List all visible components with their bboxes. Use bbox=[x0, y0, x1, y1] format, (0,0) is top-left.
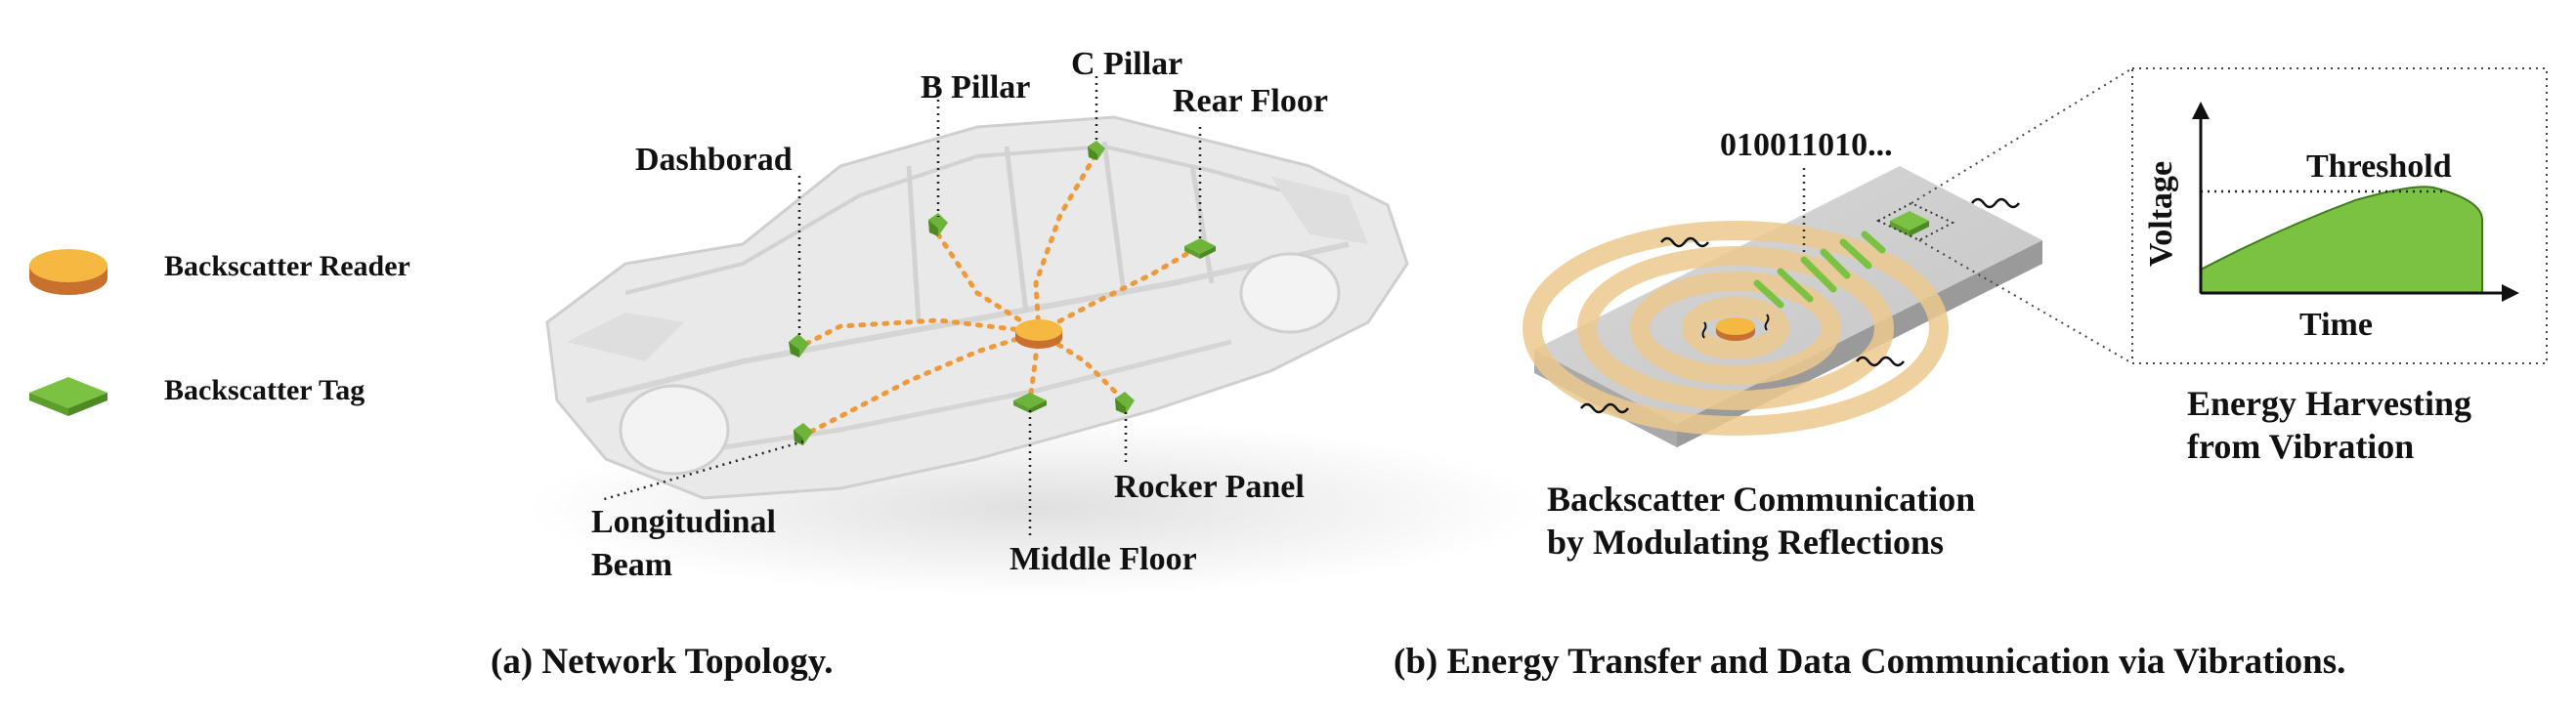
bitstream-label: 010011010... bbox=[1720, 127, 1893, 163]
label-middle-floor: Middle Floor bbox=[1009, 541, 1197, 577]
topology-reader-node bbox=[1015, 319, 1062, 349]
legend-reader-label: Backscatter Reader bbox=[164, 250, 410, 282]
modulation-bars bbox=[1753, 231, 1886, 309]
plate-tag-node bbox=[1890, 211, 1929, 236]
harvest-y-label: Voltage bbox=[2143, 160, 2180, 268]
label-c-pillar: C Pillar bbox=[1071, 46, 1183, 82]
harvest-chart bbox=[2192, 102, 2519, 302]
legend-tag-label: Backscatter Tag bbox=[164, 374, 365, 406]
link-dashboard bbox=[795, 317, 1042, 351]
link-longitudinal-beam bbox=[800, 329, 1042, 439]
zoom-box bbox=[1875, 201, 1955, 242]
tag-node-longitudinal-beam bbox=[794, 423, 813, 445]
comm-caption-line1: Backscatter Communication bbox=[1547, 480, 1976, 519]
tag-node-middle-floor bbox=[1013, 393, 1047, 413]
comm-caption-line2: by Modulating Reflections bbox=[1547, 523, 1945, 562]
label-dashboard: Dashborad bbox=[635, 142, 793, 178]
label-longitudinal-beam-line2: Beam bbox=[591, 547, 673, 583]
plate-reader-node bbox=[1701, 314, 1770, 341]
vibration-rings bbox=[1523, 221, 1949, 436]
vibration-squiggles bbox=[1580, 197, 2020, 414]
harvest-x-arrow bbox=[2502, 284, 2519, 302]
harvest-x-label: Time bbox=[2299, 307, 2373, 343]
link-c-pillar bbox=[1033, 150, 1099, 335]
harvest-caption-line2: from Vibration bbox=[2187, 427, 2415, 466]
label-rear-floor: Rear Floor bbox=[1173, 83, 1328, 119]
tag-node-dashboard bbox=[789, 334, 809, 357]
label-longitudinal-beam-line1: Longitudinal bbox=[591, 504, 776, 540]
legend-reader-icon bbox=[29, 249, 107, 295]
harvest-caption-line1: Energy Harvesting bbox=[2187, 384, 2471, 423]
link-b-pillar bbox=[935, 224, 1042, 335]
tag-node-b-pillar bbox=[928, 213, 948, 236]
label-b-pillar: B Pillar bbox=[921, 69, 1031, 105]
harvest-y-arrow bbox=[2192, 102, 2210, 119]
tag-node-c-pillar bbox=[1088, 141, 1105, 160]
legend-tag-icon bbox=[29, 377, 107, 416]
label-leader-lines bbox=[600, 76, 1202, 537]
harvest-chart-frame bbox=[2131, 67, 2548, 364]
label-rocker-panel: Rocker Panel bbox=[1114, 469, 1305, 505]
caption-b: (b) Energy Transfer and Data Communicati… bbox=[1394, 642, 2346, 682]
tag-node-rocker-panel bbox=[1115, 392, 1135, 414]
threshold-label: Threshold bbox=[2306, 148, 2452, 185]
tag-node-rear-floor bbox=[1184, 238, 1216, 259]
caption-a: (a) Network Topology. bbox=[491, 642, 834, 682]
harvest-area bbox=[2200, 186, 2483, 294]
link-rear-floor bbox=[1036, 243, 1203, 335]
